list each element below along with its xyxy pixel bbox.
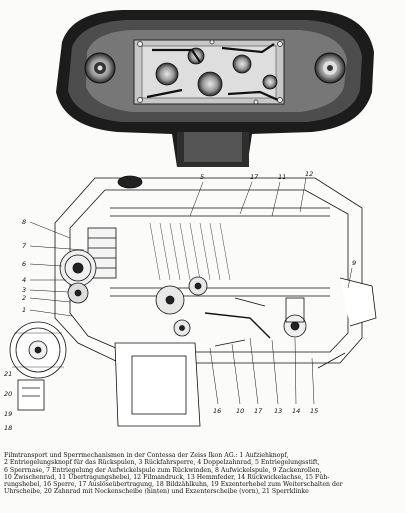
caption-line: 10 Zwischenrad, 11 Übertragungshebel, 12… [4, 473, 330, 481]
caption-line: Filmtransport und Sperrmechanismen in de… [4, 452, 289, 459]
svg-text:16: 16 [213, 407, 221, 415]
callouts-bottom: 16 10 17 13 14 15 [213, 407, 318, 415]
drawing-left-gears [59, 249, 97, 304]
exploded-drawing: 5 17 11 12 8 7 6 4 3 2 1 9 16 10 17 13 1… [4, 170, 377, 432]
svg-text:2: 2 [22, 294, 26, 302]
svg-text:6: 6 [22, 260, 26, 268]
svg-text:10: 10 [236, 407, 244, 415]
svg-text:12: 12 [305, 170, 313, 178]
drawing-top-knob [117, 175, 143, 189]
photo-levers [146, 43, 279, 102]
svg-text:13: 13 [274, 407, 282, 415]
callouts-left: 8 7 6 4 3 2 1 [22, 218, 27, 314]
photo-left-knob [84, 52, 116, 84]
caption-line: rungshebel, 16 Sperre, 17 Auslöseübertra… [4, 481, 343, 489]
svg-text:7: 7 [22, 242, 27, 250]
svg-text:1: 1 [22, 306, 26, 314]
svg-text:5: 5 [200, 173, 204, 181]
svg-text:21: 21 [4, 370, 12, 378]
caption-line: Uhrscheibe, 20 Zahnrad mit Nockenscheibe… [4, 488, 309, 496]
drawing-lower-frame [114, 342, 201, 427]
drawing-center-gears [155, 276, 208, 337]
drawing-body [54, 177, 363, 364]
svg-text:14: 14 [292, 407, 300, 415]
photo-right-knob [314, 52, 346, 84]
svg-text:17: 17 [254, 407, 263, 415]
svg-text:11: 11 [278, 173, 286, 181]
callouts-top: 5 17 11 12 [200, 170, 313, 181]
drawing-right-arm [339, 277, 377, 327]
svg-text:18: 18 [4, 424, 12, 432]
drawing-right-spool [283, 297, 307, 338]
svg-text:15: 15 [310, 407, 318, 415]
photo-screws [137, 39, 283, 105]
caption-line: 6 Sperrnase, 7 Entriegelung der Aufwicke… [4, 466, 322, 474]
callouts-lower-left: 21 20 19 18 [4, 370, 12, 432]
svg-text:4: 4 [22, 276, 26, 284]
svg-text:9: 9 [352, 259, 356, 267]
drawing-counter-dial [9, 321, 67, 411]
figure-caption: Filmtransport und Sperrmechanismen in de… [4, 452, 401, 510]
svg-text:3: 3 [22, 286, 26, 294]
callouts-right: 9 [352, 259, 356, 267]
svg-text:19: 19 [4, 410, 12, 418]
svg-text:17: 17 [250, 173, 259, 181]
caption-line: 2 Entriegelungsknopf für das Rückspulen,… [4, 459, 320, 467]
svg-text:20: 20 [4, 390, 12, 398]
camera-photo [56, 10, 374, 167]
svg-text:8: 8 [22, 218, 26, 226]
photo-gears [155, 47, 278, 97]
